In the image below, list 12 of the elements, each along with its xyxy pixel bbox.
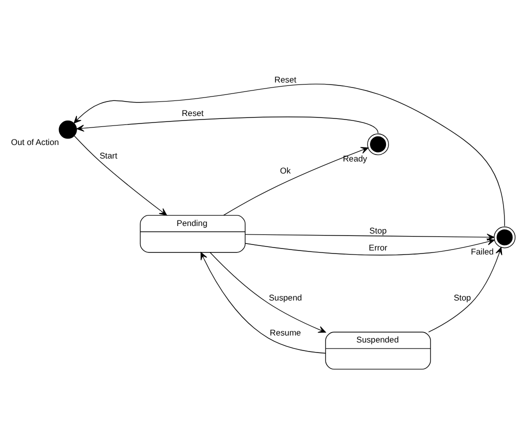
- edge-label: Reset: [182, 108, 204, 118]
- edge-label: Ok: [280, 164, 291, 175]
- node-label: Out of Action: [11, 136, 59, 147]
- edge-label: Error: [368, 242, 388, 252]
- edge-label: Start: [100, 150, 118, 160]
- node-label: Ready: [342, 153, 368, 164]
- node-label: Failed: [470, 246, 494, 256]
- edge-label: Stop: [454, 292, 471, 302]
- edge-label: Resume: [270, 327, 301, 338]
- edge-label: Reset: [274, 74, 296, 84]
- edge-label: Stop: [369, 225, 387, 236]
- edge-label: Suspend: [268, 292, 302, 302]
